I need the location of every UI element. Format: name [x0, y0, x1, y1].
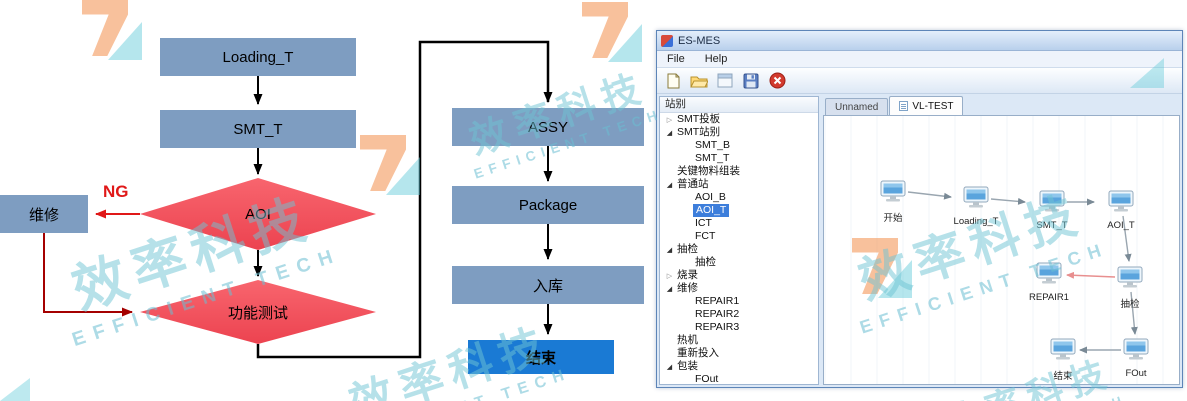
flow-box-inbound: 入库 — [452, 266, 644, 304]
close-icon — [769, 72, 785, 89]
tree-item-smt-touban[interactable]: SMT投板 — [660, 113, 818, 126]
flow-label-loading: Loading_T — [222, 48, 294, 66]
canvas-node-fout[interactable]: FOut — [1114, 338, 1158, 379]
canvas-node-loading-t[interactable]: Loading_T — [954, 186, 998, 227]
tree-item-smt-t[interactable]: SMT_T — [695, 152, 730, 164]
monitor-icon — [1107, 190, 1135, 219]
tree-item-fout[interactable]: FOut — [695, 373, 719, 385]
tree-item-repair-group[interactable]: 维修 — [660, 282, 818, 295]
tree-item-sampling-group[interactable]: 抽检 — [660, 243, 818, 256]
expander-expanded-icon[interactable] — [664, 178, 675, 192]
tree-item-ict[interactable]: ICT — [695, 217, 712, 229]
tree-item-fct[interactable]: FCT — [695, 230, 716, 242]
new-document-button[interactable] — [663, 71, 683, 91]
canvas-node-start[interactable]: 开始 — [871, 180, 915, 224]
tree-item-smt-zhanbie[interactable]: SMT站别 — [660, 126, 818, 139]
window-panel-icon — [717, 73, 733, 88]
tree-item-aoi-b[interactable]: AOI_B — [695, 191, 726, 203]
open-folder-icon — [690, 76, 708, 88]
flow-label-functest: 功能测试 — [227, 304, 288, 322]
canvas-node-aoi-t[interactable]: AOI_T — [1099, 190, 1143, 231]
tree-item-smt-b[interactable]: SMT_B — [695, 139, 731, 151]
tree-item-reinput[interactable]: 重新投入 — [677, 347, 719, 359]
save-icon — [743, 73, 759, 88]
process-flowchart: Loading_T SMT_T AOI NG 维修 功能测试 ASSY Pack… — [0, 38, 644, 374]
document-icon — [899, 101, 909, 111]
monitor-icon — [1116, 266, 1144, 295]
tree-item-key-material[interactable]: 关键物料组装 — [677, 165, 740, 177]
tree-header: 站别 — [660, 97, 818, 113]
flow-label-assy: ASSY — [527, 118, 569, 136]
menu-file[interactable]: File — [667, 53, 685, 65]
flow-label-repair: 维修 — [28, 206, 59, 224]
flow-box-smt: SMT_T — [160, 110, 356, 148]
monitor-icon — [879, 180, 907, 209]
expander-expanded-icon[interactable] — [664, 282, 675, 296]
tab-vl-test-label: VL-TEST — [912, 100, 954, 112]
canvas-node-smt-t[interactable]: SMT_T — [1030, 190, 1074, 231]
close-button[interactable] — [767, 71, 787, 91]
toolbar — [657, 68, 1182, 94]
flow-box-package: Package — [452, 186, 644, 224]
flow-box-assy: ASSY — [452, 108, 644, 146]
monitor-icon — [1035, 262, 1063, 291]
menu-bar: File Help — [657, 51, 1182, 68]
tab-bar: Unnamed VL-TEST — [823, 96, 1180, 115]
designer-panel: Unnamed VL-TEST — [823, 96, 1180, 385]
monitor-icon — [1049, 338, 1077, 367]
window-panel-button[interactable] — [715, 71, 735, 91]
title-bar[interactable]: ES-MES — [657, 31, 1182, 51]
canvas-node-end[interactable]: 结束 — [1041, 338, 1085, 382]
station-tree: 站别 SMT投板 SMT站别 SMT_B SMT_T 关键物料组装 普通站 AO… — [659, 96, 819, 385]
tab-unnamed-label: Unnamed — [835, 101, 879, 113]
monitor-icon — [1038, 190, 1066, 219]
tree-item-repair2[interactable]: REPAIR2 — [695, 308, 740, 320]
expander-expanded-icon[interactable] — [664, 126, 675, 140]
flow-box-loading: Loading_T — [160, 38, 356, 76]
flow-box-end: 结束 — [468, 340, 614, 374]
flow-label-smt: SMT_T — [233, 120, 283, 138]
tree-item-packing-group[interactable]: 包装 — [660, 360, 818, 373]
flow-label-end: 结束 — [525, 349, 556, 367]
tab-vl-test[interactable]: VL-TEST — [889, 96, 964, 115]
canvas-node-sampling[interactable]: 抽检 — [1108, 266, 1152, 310]
open-folder-button[interactable] — [689, 71, 709, 91]
flow-box-repair: 维修 — [0, 195, 88, 233]
tree-item-aoi-t[interactable]: AOI_T — [660, 204, 818, 217]
tree-item-burn-in[interactable]: 热机 — [677, 334, 698, 346]
canvas-arrows — [907, 191, 1138, 354]
flow-label-package: Package — [518, 196, 578, 214]
tree-item-burning[interactable]: 烧录 — [660, 269, 818, 282]
flowchart-arrows — [43, 40, 553, 359]
monitor-icon — [962, 186, 990, 215]
save-button[interactable] — [741, 71, 761, 91]
es-mes-window: ES-MES File Help 站别 — [656, 30, 1183, 388]
expander-expanded-icon[interactable] — [664, 360, 675, 374]
window-body: 站别 SMT投板 SMT站别 SMT_B SMT_T 关键物料组装 普通站 AO… — [657, 94, 1182, 387]
flow-label-aoi: AOI — [245, 205, 271, 223]
expander-expanded-icon[interactable] — [664, 243, 675, 257]
panel-splitter[interactable] — [819, 96, 823, 385]
new-document-icon — [667, 73, 679, 88]
tree-item-repair3[interactable]: REPAIR3 — [695, 321, 740, 333]
app-icon — [661, 34, 673, 47]
canvas-node-repair1[interactable]: REPAIR1 — [1027, 262, 1071, 303]
tab-unnamed[interactable]: Unnamed — [825, 98, 889, 115]
tree-item-sampling[interactable]: 抽检 — [695, 256, 716, 268]
expander-collapsed-icon[interactable] — [664, 113, 675, 127]
menu-help[interactable]: Help — [704, 53, 728, 65]
expander-collapsed-icon[interactable] — [664, 269, 675, 283]
flow-label-inbound: 入库 — [532, 277, 563, 295]
ng-label: NG — [103, 182, 129, 201]
window-title: ES-MES — [678, 34, 721, 47]
monitor-icon — [1122, 338, 1150, 367]
flow-designer-canvas[interactable]: 开始 Loading_T SMT_T AOI_T — [823, 115, 1180, 385]
tree-item-repair1[interactable]: REPAIR1 — [695, 295, 740, 307]
tree-item-common-station[interactable]: 普通站 — [660, 178, 818, 191]
